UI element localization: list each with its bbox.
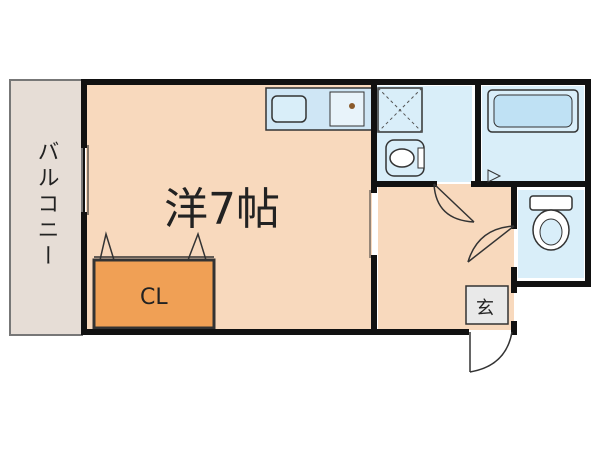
toilet-door-leaf <box>467 225 515 263</box>
hall-door-arc <box>433 183 475 223</box>
toilet-door-arc <box>467 225 515 263</box>
closet-door-right <box>187 231 207 261</box>
kitchen-sink <box>271 95 307 123</box>
washroom-toilet-tank <box>417 147 425 169</box>
closet-label: CL <box>140 285 168 310</box>
toilet-seat <box>539 218 563 246</box>
western-room-label: 洋7帖 <box>164 184 280 235</box>
entrance <box>465 285 509 325</box>
entrance-label: 玄 <box>476 298 494 319</box>
hall-door-leaf <box>433 183 475 223</box>
washroom-toilet-bowl <box>389 148 415 168</box>
toilet-tank <box>529 195 573 211</box>
washer-door-marker <box>487 169 502 183</box>
bathtub-inner <box>493 94 573 128</box>
washer-cross-b <box>377 87 423 133</box>
stove-icon <box>349 103 355 109</box>
stove-area <box>329 91 365 127</box>
walls <box>81 79 591 335</box>
balcony <box>9 79 83 336</box>
entry-door-arc <box>469 331 513 373</box>
closet-door-left <box>99 231 115 261</box>
balcony-label: バルコニー <box>34 140 59 270</box>
closet <box>92 258 216 330</box>
